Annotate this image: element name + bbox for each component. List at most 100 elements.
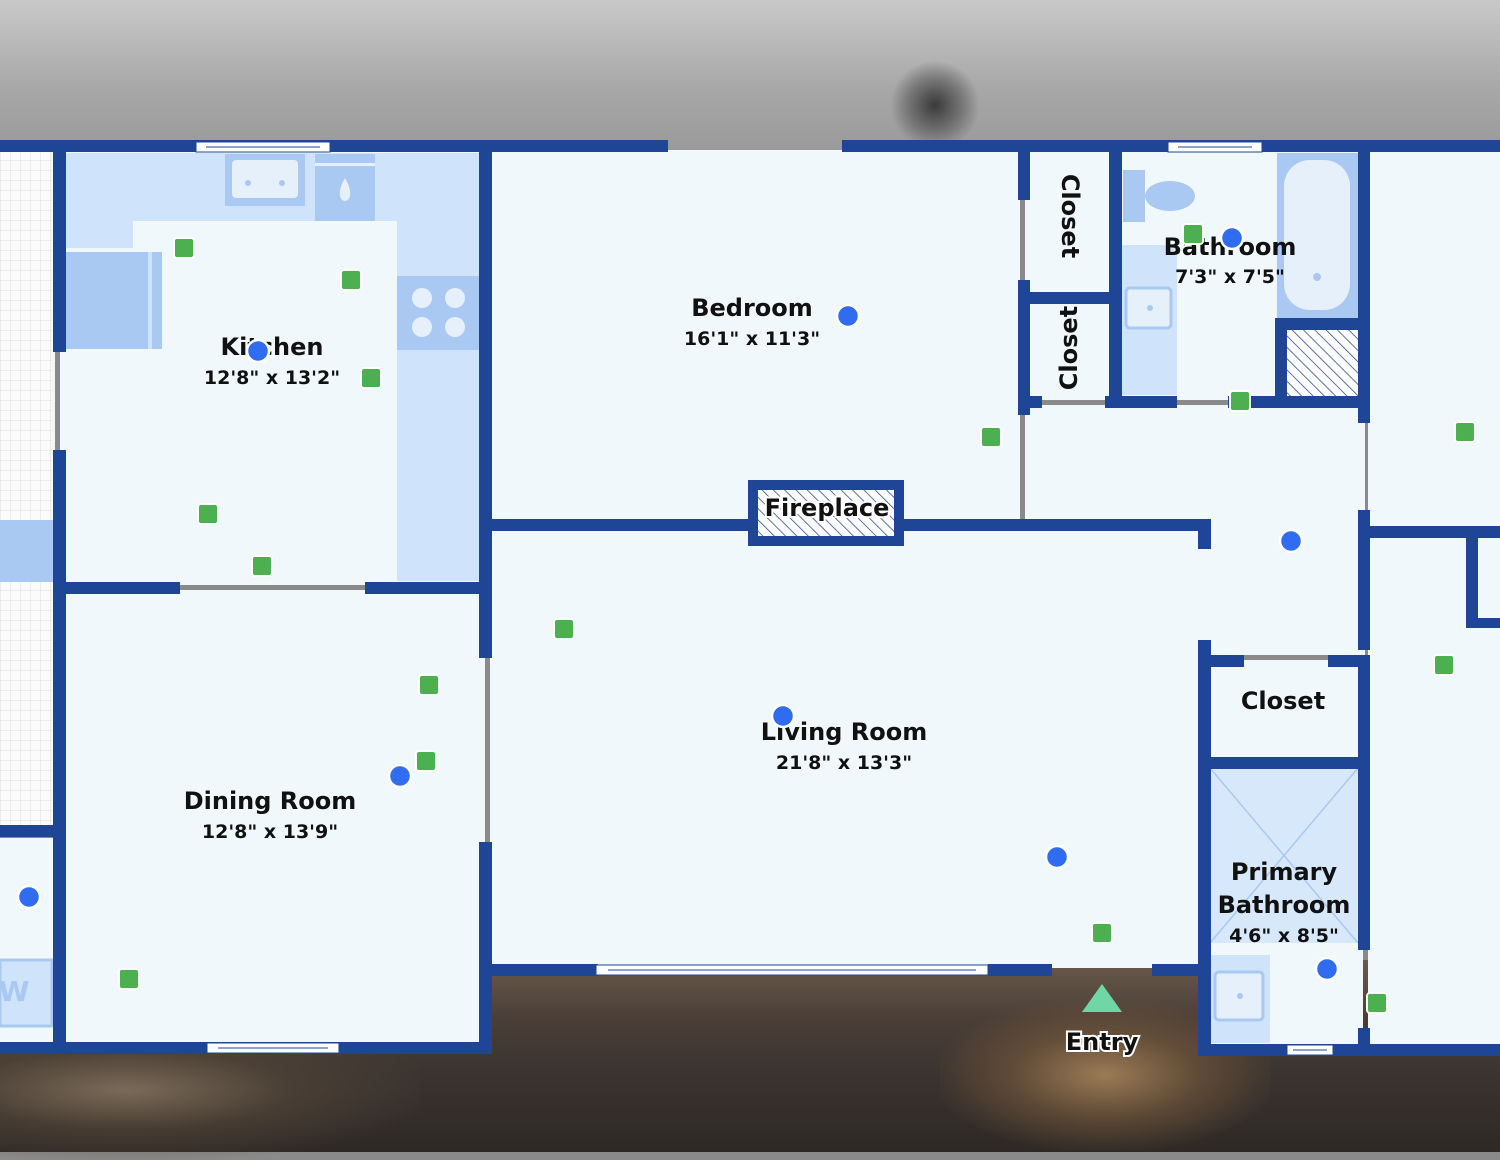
wall-bedroom-east-top (1018, 150, 1030, 200)
shower-diag-2 (1209, 767, 1359, 944)
entry-label[interactable]: Entry (1064, 1026, 1141, 1058)
kitchen-counter-right (397, 153, 480, 581)
entry-marker[interactable]: Entry (1064, 984, 1141, 1058)
room-dims-kitchen: 12'8" x 13'2" (204, 367, 340, 389)
room-name-primary-line1: Primary (1231, 858, 1338, 886)
blue-markers[interactable] (16, 225, 1340, 982)
wall-bottom-living-left (490, 964, 598, 976)
wall-bath-shower-left (1275, 320, 1287, 408)
wall-dining-east (479, 842, 492, 1054)
green-marker[interactable] (553, 618, 575, 640)
water-drop-icon (339, 178, 351, 201)
room-name-primary-line2: Bathroom (1218, 891, 1351, 919)
wall-bottom-living-mid (988, 964, 1052, 976)
green-marker[interactable] (197, 503, 219, 525)
stove-burner-3 (412, 317, 432, 337)
wall-bedroom-south-left (490, 519, 748, 531)
green-marker[interactable] (415, 750, 437, 772)
bath-shower-hatched (1287, 330, 1359, 396)
stove-burner-2 (445, 288, 465, 308)
labels: Kitchen 12'8" x 13'2" Bedroom 16'1" x 11… (0, 174, 1350, 1008)
wall-top-left (0, 140, 668, 152)
walls (0, 140, 1500, 1056)
room-dims-bedroom: 16'1" x 11'3" (684, 328, 820, 350)
blue-marker[interactable] (1044, 844, 1070, 870)
blue-marker[interactable] (1278, 528, 1304, 554)
bathroom-fixtures (1122, 153, 1359, 396)
blue-marker[interactable] (1219, 225, 1245, 251)
room-name-closet-a: Closet (1056, 174, 1084, 258)
green-marker[interactable] (360, 367, 382, 389)
wall-east-inner-low (1358, 655, 1370, 950)
blue-marker[interactable] (770, 703, 796, 729)
wall-bedroom-south-right (904, 519, 1210, 531)
kitchen-stove (397, 276, 480, 350)
wall-kitchen-dining-left (60, 582, 180, 594)
wall-bottom-living-right (1152, 964, 1210, 976)
floor-bedroom (490, 150, 1020, 525)
green-marker[interactable] (173, 237, 195, 259)
green-marker[interactable] (1229, 390, 1251, 412)
fireplace-hatch (758, 490, 894, 536)
toilet-tank (1123, 170, 1145, 222)
room-dims-dining: 12'8" x 13'9" (202, 821, 338, 843)
room-name-kitchen: Kitchen (221, 333, 324, 361)
floor-living (490, 528, 1205, 968)
kitchen-sink-drain-left (245, 180, 251, 186)
kitchen-counter-left (65, 153, 133, 248)
wall-closet-east (1109, 150, 1122, 408)
green-marker[interactable] (1366, 992, 1388, 1014)
green-marker[interactable] (980, 426, 1002, 448)
room-name-fireplace: Fireplace (765, 494, 890, 522)
room-name-dining: Dining Room (184, 787, 357, 815)
green-marker[interactable] (1454, 421, 1476, 443)
blue-marker[interactable] (16, 884, 42, 910)
entry-arrow-icon[interactable] (1082, 984, 1122, 1012)
green-marker[interactable] (118, 968, 140, 990)
wall-kitchen-dining-right (365, 582, 485, 594)
background-ceiling (0, 0, 1500, 150)
wall-closet-primary-divider (1198, 757, 1368, 769)
blue-marker[interactable] (1314, 956, 1340, 982)
floor-closets (1025, 150, 1115, 400)
laundry-machine (0, 958, 54, 1028)
green-marker[interactable] (1182, 223, 1204, 245)
wall-bottom-primary (1198, 1044, 1500, 1056)
kitchen-fixtures (65, 153, 480, 581)
wall-closet-divider (1018, 292, 1118, 304)
green-marker[interactable] (340, 269, 362, 291)
room-dims-primary: 4'6" x 8'5" (1229, 925, 1339, 947)
wall-bath-bottom-right (1228, 396, 1368, 408)
blue-marker[interactable] (387, 763, 413, 789)
wall-east-stub (1466, 536, 1478, 628)
wall-east-inner-mid (1358, 510, 1370, 650)
bath-tub-drain (1313, 273, 1321, 281)
green-marker[interactable] (1433, 654, 1455, 676)
green-marker[interactable] (251, 555, 273, 577)
primary-bath-fixtures (1209, 767, 1359, 1043)
room-dims-living: 21'8" x 13'3" (776, 752, 912, 774)
stove-burner-1 (412, 288, 432, 308)
wall-bath-shower-top (1275, 318, 1365, 330)
wall-hall-stub (1198, 519, 1211, 549)
kitchen-sink-basin (232, 160, 298, 198)
room-name-closet-b: Closet (1055, 306, 1083, 390)
wall-kitchen-east (479, 150, 492, 658)
room-name-bedroom: Bedroom (691, 294, 813, 322)
windows (195, 141, 1334, 1056)
wall-primary-west (1198, 640, 1211, 1054)
wall-east-room-divider (1368, 526, 1500, 538)
green-marker[interactable] (418, 674, 440, 696)
blue-marker[interactable] (835, 303, 861, 329)
green-marker[interactable] (1091, 922, 1113, 944)
west-appliance (0, 520, 54, 582)
wall-closet-bottom-right (1105, 396, 1177, 408)
wall-primary-closet-top-right (1328, 655, 1368, 667)
green-markers[interactable] (118, 223, 1476, 1014)
wall-closet-bottom-left (1018, 396, 1042, 408)
toilet-bowl (1145, 181, 1195, 211)
room-name-laundry-partial: W (0, 975, 30, 1008)
blue-marker[interactable] (245, 338, 271, 364)
wall-east-inner-top (1358, 140, 1370, 423)
background-ceiling-fan (890, 60, 980, 150)
